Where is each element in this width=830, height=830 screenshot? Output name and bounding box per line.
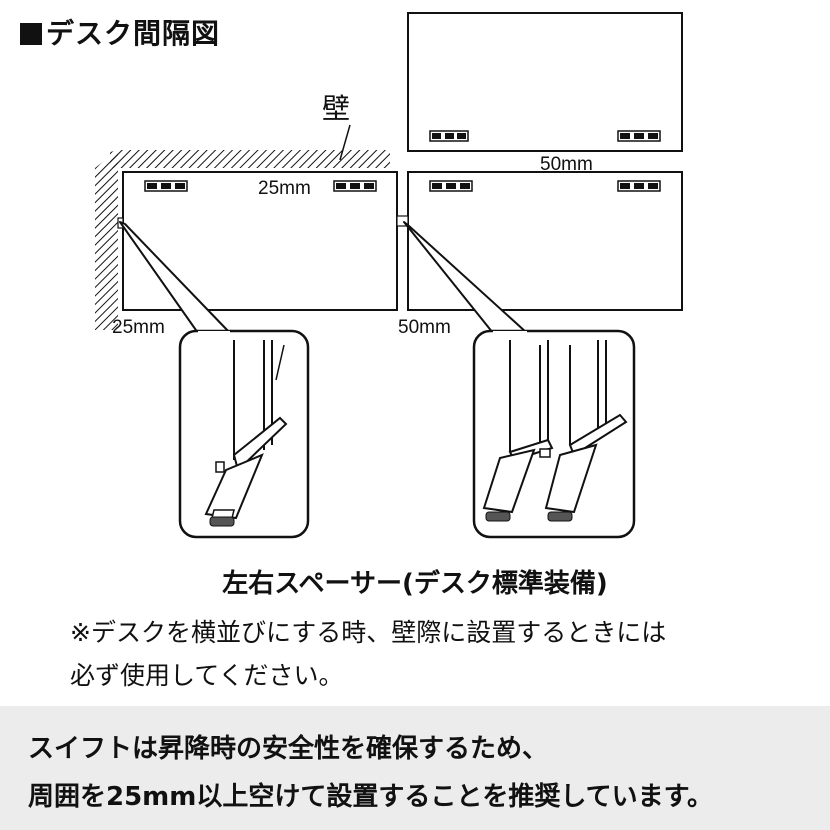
spacer-mark	[333, 180, 377, 192]
spacer-mark	[144, 180, 188, 192]
diagram-title-text: デスク間隔図	[46, 17, 221, 50]
zoom-bubble-right	[472, 329, 636, 539]
zoom-bubble-left	[178, 329, 310, 539]
wall-leader-line	[339, 124, 351, 161]
diagram-title: デスク間隔図	[20, 12, 220, 52]
desk-top-right	[407, 12, 683, 152]
dim-50-bottom: 50mm	[398, 317, 451, 338]
usage-note-line1: ※デスクを横並びにする時、壁際に設置するときには	[70, 618, 667, 647]
desk-right	[407, 171, 683, 311]
spacer-mark	[429, 130, 469, 142]
wall-hatching	[95, 150, 390, 330]
dim-25-left: 25mm	[112, 317, 165, 338]
info-band	[0, 706, 830, 830]
square-bullet-icon	[20, 23, 42, 45]
spacer-mark	[429, 180, 473, 192]
side-spacer-middle	[396, 215, 409, 227]
wall-label: 壁	[322, 93, 350, 124]
desk-spacing-diagram: 壁 50mm 25mm 25mm 50mm	[95, 12, 683, 539]
dim-50-top: 50mm	[540, 154, 593, 175]
info-band-line1: スイフトは昇降時の安全性を確保するため、	[28, 734, 549, 764]
spacer-mark	[617, 180, 661, 192]
spacer-mark	[617, 130, 661, 142]
spacer-caption: 左右スペーサー(デスク標準装備)	[222, 569, 608, 599]
usage-note-line2: 必ず使用してください。	[70, 661, 344, 690]
info-band-line2: 周囲を25mm以上空けて設置することを推奨しています。	[28, 782, 713, 812]
dim-25-top: 25mm	[258, 178, 311, 199]
